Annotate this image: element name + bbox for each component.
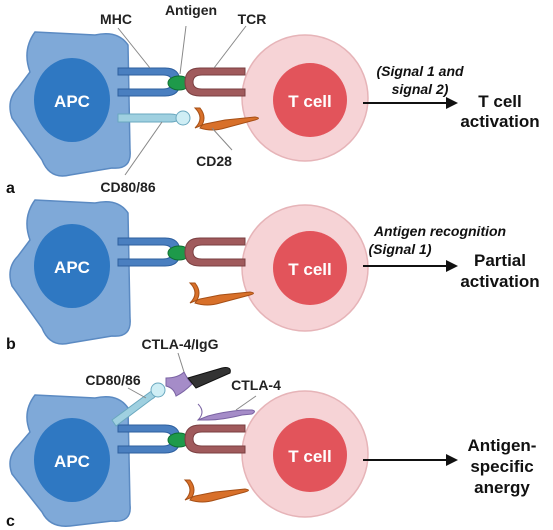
result-line-1: Antigen-	[468, 436, 537, 455]
ctla4-receptor	[196, 403, 255, 421]
apc-nucleus	[34, 418, 110, 502]
result-line-2: activation	[460, 272, 539, 291]
apc-label: APC	[54, 452, 90, 471]
cd80-86-pointer	[124, 121, 163, 176]
t-cell-nucleus	[273, 418, 347, 492]
ctla4-igg-label: CTLA-4/IgG	[142, 336, 219, 352]
panel-b: APC T cell Antigen recognition (Signal 1…	[6, 199, 540, 353]
tcr-receptor	[184, 67, 246, 97]
ctla4-igg-pointer	[177, 352, 185, 373]
cd28-pointer	[211, 127, 233, 151]
arrowhead-c	[446, 454, 458, 466]
signal-line-2: (Signal 1)	[368, 241, 431, 257]
result-line-3: anergy	[474, 478, 530, 497]
signal-line-1: Antigen recognition	[373, 223, 506, 239]
cd80-86-label: CD80/86	[100, 179, 155, 195]
apc-label: APC	[54, 92, 90, 111]
tcr-receptor	[184, 424, 246, 454]
t-cell-label: T cell	[288, 260, 331, 279]
cd28-receptor	[188, 282, 254, 306]
antigen-pointer	[179, 25, 187, 75]
panel-c: APC T cell CTLA-4/IgG CD80/86 CTLA-4 Ant…	[6, 336, 536, 530]
apc-nucleus	[34, 224, 110, 308]
ctla4-igg-igg-part	[187, 367, 231, 389]
arrowhead-a	[446, 97, 458, 109]
signal-line-2: signal 2)	[392, 81, 449, 97]
result-line-1: T cell	[478, 92, 521, 111]
ctla4-pointer	[235, 395, 257, 411]
mhc-molecule	[117, 67, 181, 97]
cd80-86-label: CD80/86	[85, 372, 140, 388]
cd80-86-tip	[150, 382, 166, 398]
t-cell-nucleus	[273, 63, 347, 137]
cd80-86-tip	[175, 110, 191, 126]
ctla4-igg-ctla4-part	[165, 371, 193, 397]
apc-nucleus	[34, 58, 110, 142]
tcr-pointer	[213, 25, 247, 69]
mhc-pointer	[117, 27, 151, 69]
result-line-2: activation	[460, 112, 539, 131]
cd28-receptor	[193, 107, 259, 131]
panel-letter-c: c	[6, 513, 15, 530]
mhc-molecule	[117, 237, 181, 267]
ctla4-label: CTLA-4	[231, 377, 281, 393]
arrowhead-b	[446, 260, 458, 272]
cd28-label: CD28	[196, 153, 232, 169]
result-line-1: Partial	[474, 251, 526, 270]
apc-label: APC	[54, 258, 90, 277]
t-cell-label: T cell	[288, 447, 331, 466]
result-line-2: specific	[470, 457, 533, 476]
tcr-label: TCR	[238, 11, 267, 27]
signal-line-1: (Signal 1 and	[376, 63, 464, 79]
t-cell-label: T cell	[288, 92, 331, 111]
mhc-label: MHC	[100, 11, 132, 27]
panel-letter-a: a	[6, 180, 15, 197]
panel-a: APC T cell MHC Antigen TCR CD28 CD80/86 …	[6, 2, 540, 197]
cd80-86-pointer	[127, 387, 147, 399]
antigen-label: Antigen	[165, 2, 217, 18]
tcr-receptor	[184, 237, 246, 267]
t-cell-nucleus	[273, 231, 347, 305]
cd80-86-ligand	[117, 113, 181, 123]
cd28-receptor	[183, 479, 249, 503]
panel-letter-b: b	[6, 336, 16, 353]
mhc-molecule	[117, 424, 181, 454]
